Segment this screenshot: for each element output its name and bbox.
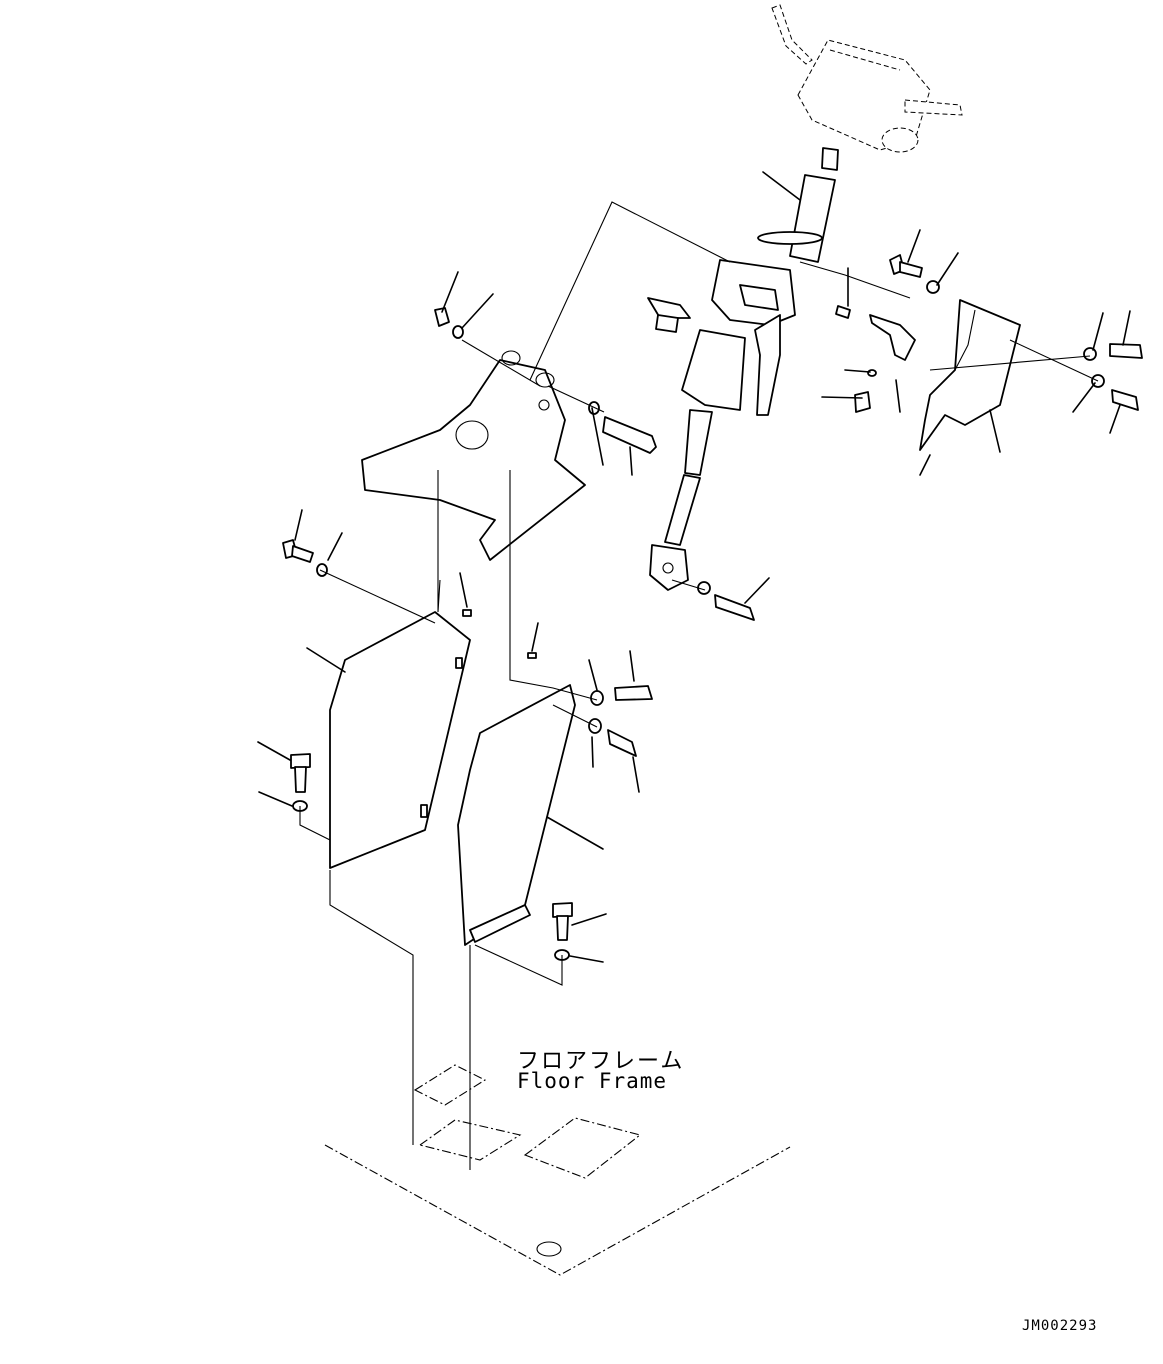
column-side-cover [919,299,1021,451]
floor-frame [324,1064,791,1276]
fasteners [282,254,1143,961]
assembly-guide-lines [299,201,1099,1170]
steering-column [647,147,839,591]
leader-lines [257,171,1131,963]
column-mount-bracket [361,350,586,561]
steering-wheel-phantom [771,4,963,153]
left-cover-panel [329,611,471,869]
right-cover-panel [457,684,576,946]
drawing-code: JM002293 [1022,1318,1098,1334]
floor-frame-label-japanese: フロアフレーム [517,1049,685,1074]
switch-linkage [835,305,916,361]
floor-frame-label-english: Floor Frame [517,1069,668,1093]
